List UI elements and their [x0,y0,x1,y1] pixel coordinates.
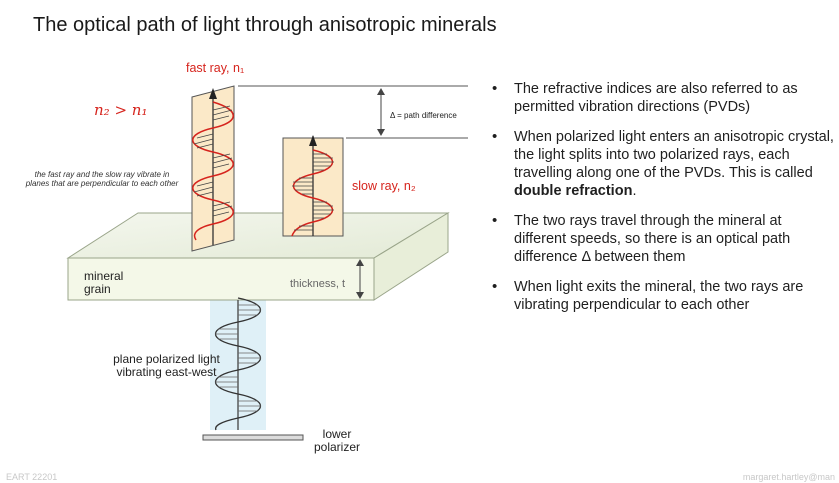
bullet-item: The refractive indices are also referred… [490,80,835,116]
mineral-grain-label: mineral grain [84,269,124,296]
footer-course-code: EART 22201 [6,472,58,482]
footer-author-email: margaret.hartley@man [742,472,835,482]
perpendicular-note: the fast ray and the slow ray vibrate in… [25,170,179,188]
lower-polarizer-plate [202,434,304,441]
bullet-item: The two rays travel through the mineral … [490,212,835,266]
fast-ray-label: fast ray, n₁ [186,61,245,75]
path-difference-label: Δ = path difference [390,111,457,120]
fast-ray-wave [192,88,234,245]
slide-title: The optical path of light through anisot… [33,14,497,36]
bullet-list: The refractive indices are also referred… [490,80,835,326]
slow-ray-label: slow ray, n₂ [352,179,416,193]
double-refraction-term: double refraction [514,183,633,199]
lower-polarizer-label: lower polarizer [313,427,361,454]
slow-ray-wave [291,135,334,237]
thickness-label: thickness, t [290,278,346,290]
n-relation-label: n₂ > n₁ [94,101,148,119]
bullet-item: When light exits the mineral, the two ra… [490,278,835,314]
incoming-wave [215,297,261,431]
mineral-grain-front-face [67,257,375,301]
plane-polarized-label: plane polarized light vibrating east-wes… [113,352,220,379]
bullet-item: When polarized light enters an anisotrop… [490,128,835,200]
